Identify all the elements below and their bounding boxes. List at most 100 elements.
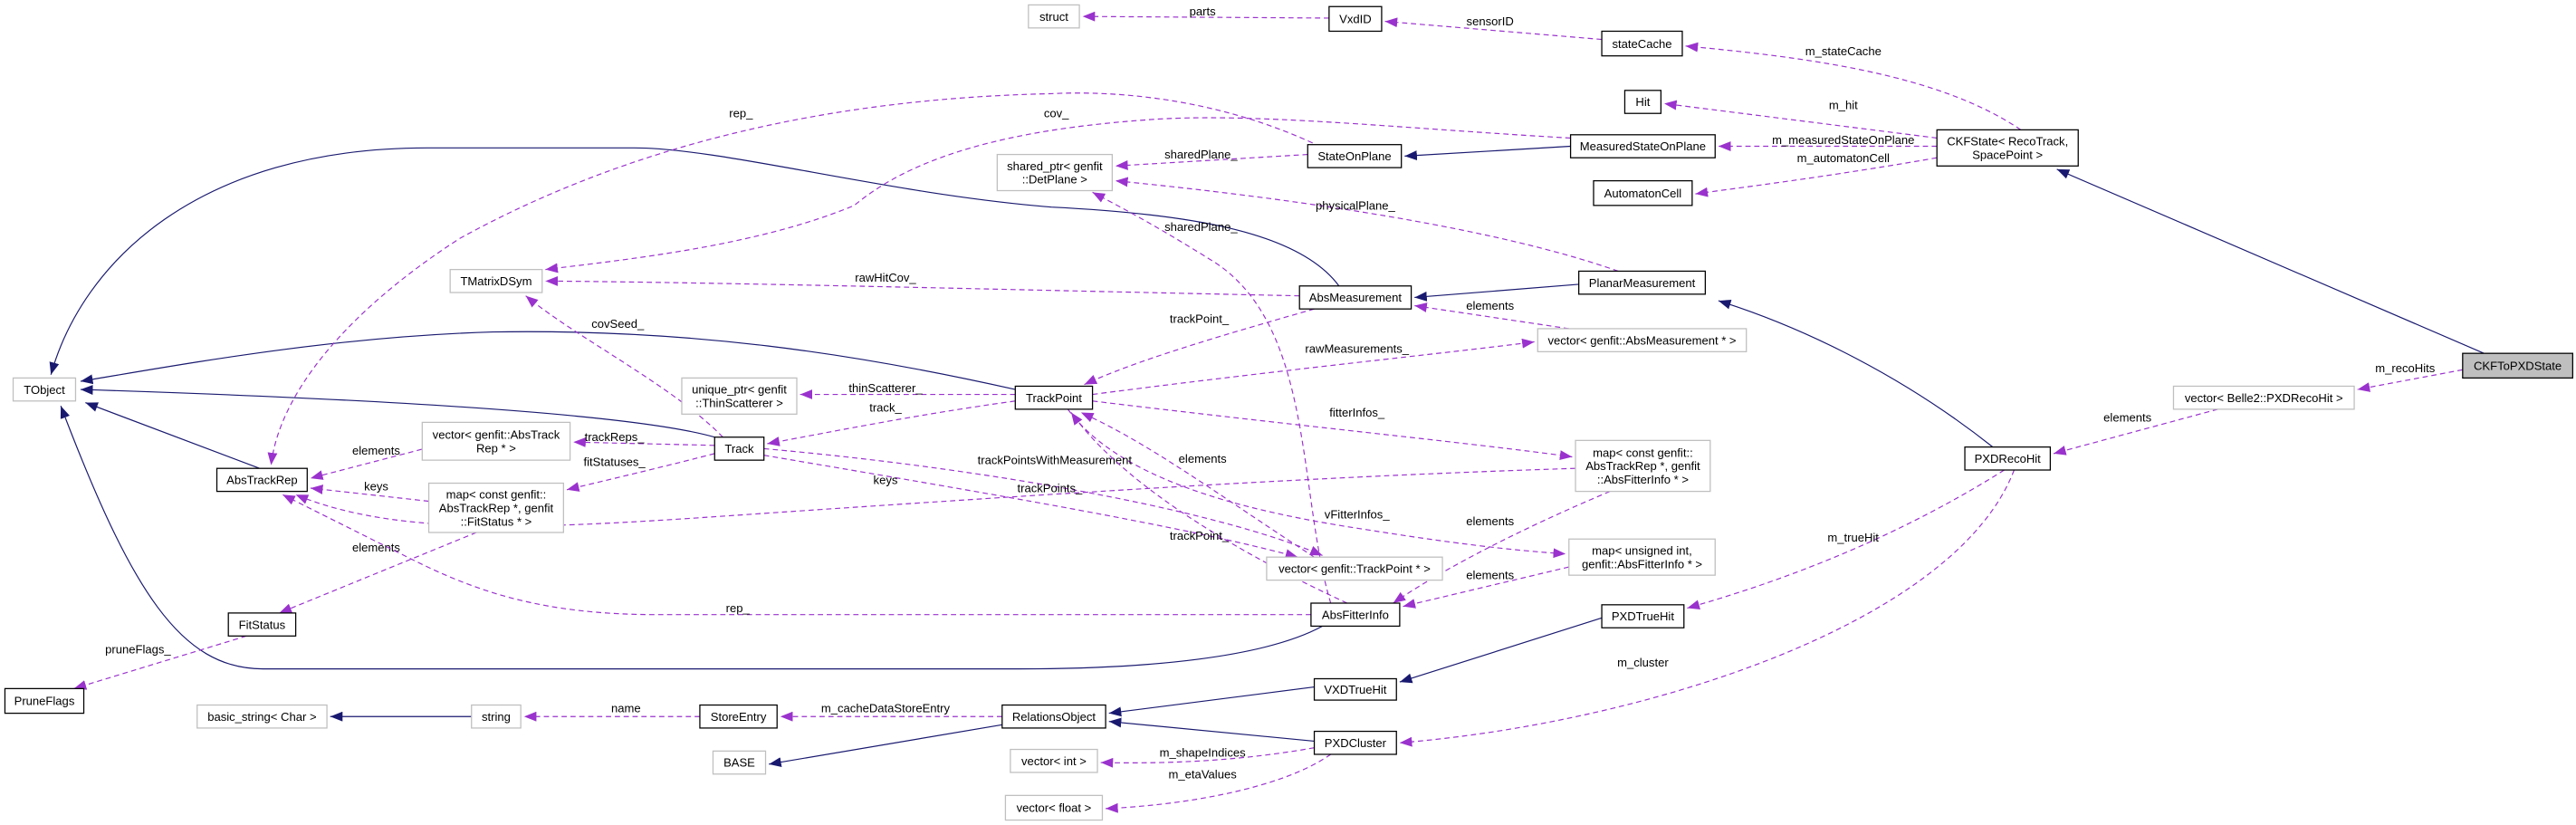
inheritance-edge-abs-measurement-to-tobject bbox=[49, 147, 1340, 375]
node-label: map< const genfit::AbsTrackRep *, genfit… bbox=[1585, 446, 1700, 486]
edge-label: trackPoints_ bbox=[1018, 482, 1084, 495]
class-node-basic-string: basic_string< Char > bbox=[196, 704, 328, 729]
class-node-map-unsigned-fitter-info: map< unsigned int,genfit::AbsFitterInfo … bbox=[1568, 538, 1716, 576]
usage-edge-relations-object-to-store-entry: m_cacheDataStoreEntry bbox=[780, 702, 1002, 722]
class-node-struct: struct bbox=[1028, 4, 1080, 29]
usage-arrow bbox=[1663, 100, 1938, 139]
class-node-measured-state-on-plane[interactable]: MeasuredStateOnPlane bbox=[1569, 134, 1716, 158]
class-node-fit-status[interactable]: FitStatus bbox=[227, 612, 297, 637]
node-label-line: map< const genfit:: bbox=[1593, 446, 1693, 459]
edge-label: keys bbox=[874, 473, 898, 486]
inheritance-arrow bbox=[49, 147, 1340, 375]
class-node-abs-track-rep[interactable]: AbsTrackRep bbox=[215, 467, 308, 493]
class-node-pxdreco-hit[interactable]: PXDRecoHit bbox=[1964, 446, 2052, 471]
node-label: CKFToPXDState bbox=[2474, 359, 2562, 372]
usage-edge-track-point-to-unique-ptr-thin-scatterer: thinScatterer_ bbox=[800, 381, 1016, 399]
node-box bbox=[12, 377, 77, 402]
class-node-abs-measurement[interactable]: AbsMeasurement bbox=[1298, 285, 1412, 310]
usage-edge-pxdcluster-to-vec-float: m_etaValues bbox=[1106, 753, 1332, 813]
class-node-track[interactable]: Track bbox=[713, 436, 765, 461]
edge-label: rawHitCov_ bbox=[855, 271, 916, 284]
edge-label: name bbox=[611, 702, 641, 715]
class-node-vxdtrue-hit[interactable]: VXDTrueHit bbox=[1313, 677, 1397, 701]
class-node-relations-object[interactable]: RelationsObject bbox=[1001, 704, 1106, 729]
node-box bbox=[215, 467, 308, 493]
node-label-line: vector< genfit::AbsMeasurement * > bbox=[1547, 333, 1736, 347]
node-box bbox=[681, 377, 798, 415]
class-node-automaton-cell[interactable]: AutomatonCell bbox=[1593, 179, 1693, 206]
class-node-vec-int: vector< int > bbox=[1010, 748, 1098, 773]
usage-arrow bbox=[1092, 400, 1573, 460]
usage-arrow bbox=[525, 295, 723, 438]
node-label-line: AutomatonCell bbox=[1604, 187, 1682, 200]
node-box bbox=[1310, 602, 1401, 628]
class-node-ckfstate[interactable]: CKFState< RecoTrack,SpacePoint > bbox=[1936, 129, 2079, 167]
class-node-state-on-plane[interactable]: StateOnPlane bbox=[1307, 144, 1403, 168]
usage-arrow bbox=[573, 437, 715, 447]
node-box bbox=[2462, 352, 2574, 379]
inheritance-arrow bbox=[1108, 686, 1315, 717]
class-node-track-point[interactable]: TrackPoint bbox=[1014, 385, 1094, 410]
usage-arrow bbox=[1080, 411, 1315, 558]
node-label: TMatrixDSym bbox=[460, 274, 531, 288]
class-node-vxd-id[interactable]: VxdID bbox=[1328, 5, 1383, 33]
usage-edge-track-point-to-track: track_ bbox=[767, 400, 1016, 446]
class-node-ckfto-pxdstate[interactable]: CKFToPXDState bbox=[2462, 352, 2574, 379]
class-node-state-cache[interactable]: stateCache bbox=[1601, 30, 1683, 57]
node-label: shared_ptr< genfit::DetPlane > bbox=[1007, 159, 1103, 187]
node-box bbox=[1936, 129, 2079, 167]
node-box bbox=[1028, 4, 1080, 29]
node-label-line: VXDTrueHit bbox=[1324, 683, 1386, 696]
node-label-line: BASE bbox=[723, 756, 755, 770]
edge-label: rep_ bbox=[726, 601, 751, 615]
class-node-pxdcluster[interactable]: PXDCluster bbox=[1313, 730, 1397, 755]
usage-edge-track-to-vec-track-point: trackPoints_ bbox=[763, 455, 1298, 559]
edge-label: physicalPlane_ bbox=[1316, 198, 1395, 212]
class-node-pxdtrue-hit[interactable]: PXDTrueHit bbox=[1601, 604, 1685, 628]
usage-arrow bbox=[279, 532, 477, 614]
node-label-line: vector< Belle2::PXDRecoHit > bbox=[2185, 391, 2343, 405]
edge-label: m_trueHit bbox=[1827, 531, 1879, 544]
class-node-store-entry[interactable]: StoreEntry bbox=[699, 704, 778, 729]
node-label-line: shared_ptr< genfit bbox=[1007, 159, 1103, 173]
inheritance-edge-abs-track-rep-to-tobject bbox=[85, 402, 260, 469]
inheritance-arrow bbox=[1718, 299, 1994, 448]
node-label-line: CKFState< RecoTrack, bbox=[1947, 135, 2068, 149]
node-label-line: stateCache bbox=[1613, 37, 1672, 51]
node-label: vector< genfit::AbsMeasurement * > bbox=[1547, 333, 1736, 347]
node-box bbox=[699, 704, 778, 729]
node-box bbox=[1313, 677, 1397, 701]
class-node-planar-measurement[interactable]: PlanarMeasurement bbox=[1578, 270, 1706, 295]
usage-arrow bbox=[1687, 469, 2005, 609]
class-node-hit[interactable]: Hit bbox=[1623, 90, 1662, 114]
node-label: string bbox=[482, 710, 511, 724]
node-box bbox=[227, 612, 297, 637]
node-label-line: basic_string< Char > bbox=[207, 710, 316, 724]
usage-arrow bbox=[1399, 469, 2016, 747]
node-label-line: SpacePoint > bbox=[1972, 148, 2043, 161]
node-box bbox=[427, 482, 564, 533]
usage-arrow bbox=[545, 117, 1571, 273]
node-label-line: map< unsigned int, bbox=[1592, 543, 1692, 557]
node-label: struct bbox=[1039, 10, 1068, 24]
edge-label: trackPoint_ bbox=[1170, 529, 1230, 542]
edge-label: pruneFlags_ bbox=[105, 642, 171, 656]
inheritance-arrow bbox=[80, 331, 1016, 390]
class-node-prune-flags[interactable]: PruneFlags bbox=[4, 687, 85, 715]
node-label-line: PXDCluster bbox=[1325, 736, 1387, 750]
class-node-abs-fitter-info[interactable]: AbsFitterInfo bbox=[1310, 602, 1401, 628]
node-label: StoreEntry bbox=[711, 710, 767, 724]
edge-label: elements bbox=[352, 444, 400, 457]
node-label: vector< Belle2::PXDRecoHit > bbox=[2185, 391, 2343, 405]
class-node-tobject: TObject bbox=[12, 377, 77, 402]
node-label-line: PXDTrueHit bbox=[1612, 609, 1674, 623]
node-label: AbsTrackRep bbox=[226, 474, 298, 487]
node-label-line: VxdID bbox=[1339, 13, 1372, 26]
usage-edge-track-point-to-map-unsigned-fitter-info: vFitterInfos_ bbox=[1067, 408, 1566, 559]
node-label: vector< genfit::TrackPoint * > bbox=[1278, 562, 1431, 576]
node-label: AbsFitterInfo bbox=[1322, 608, 1389, 621]
inheritance-arrow bbox=[1108, 717, 1315, 743]
